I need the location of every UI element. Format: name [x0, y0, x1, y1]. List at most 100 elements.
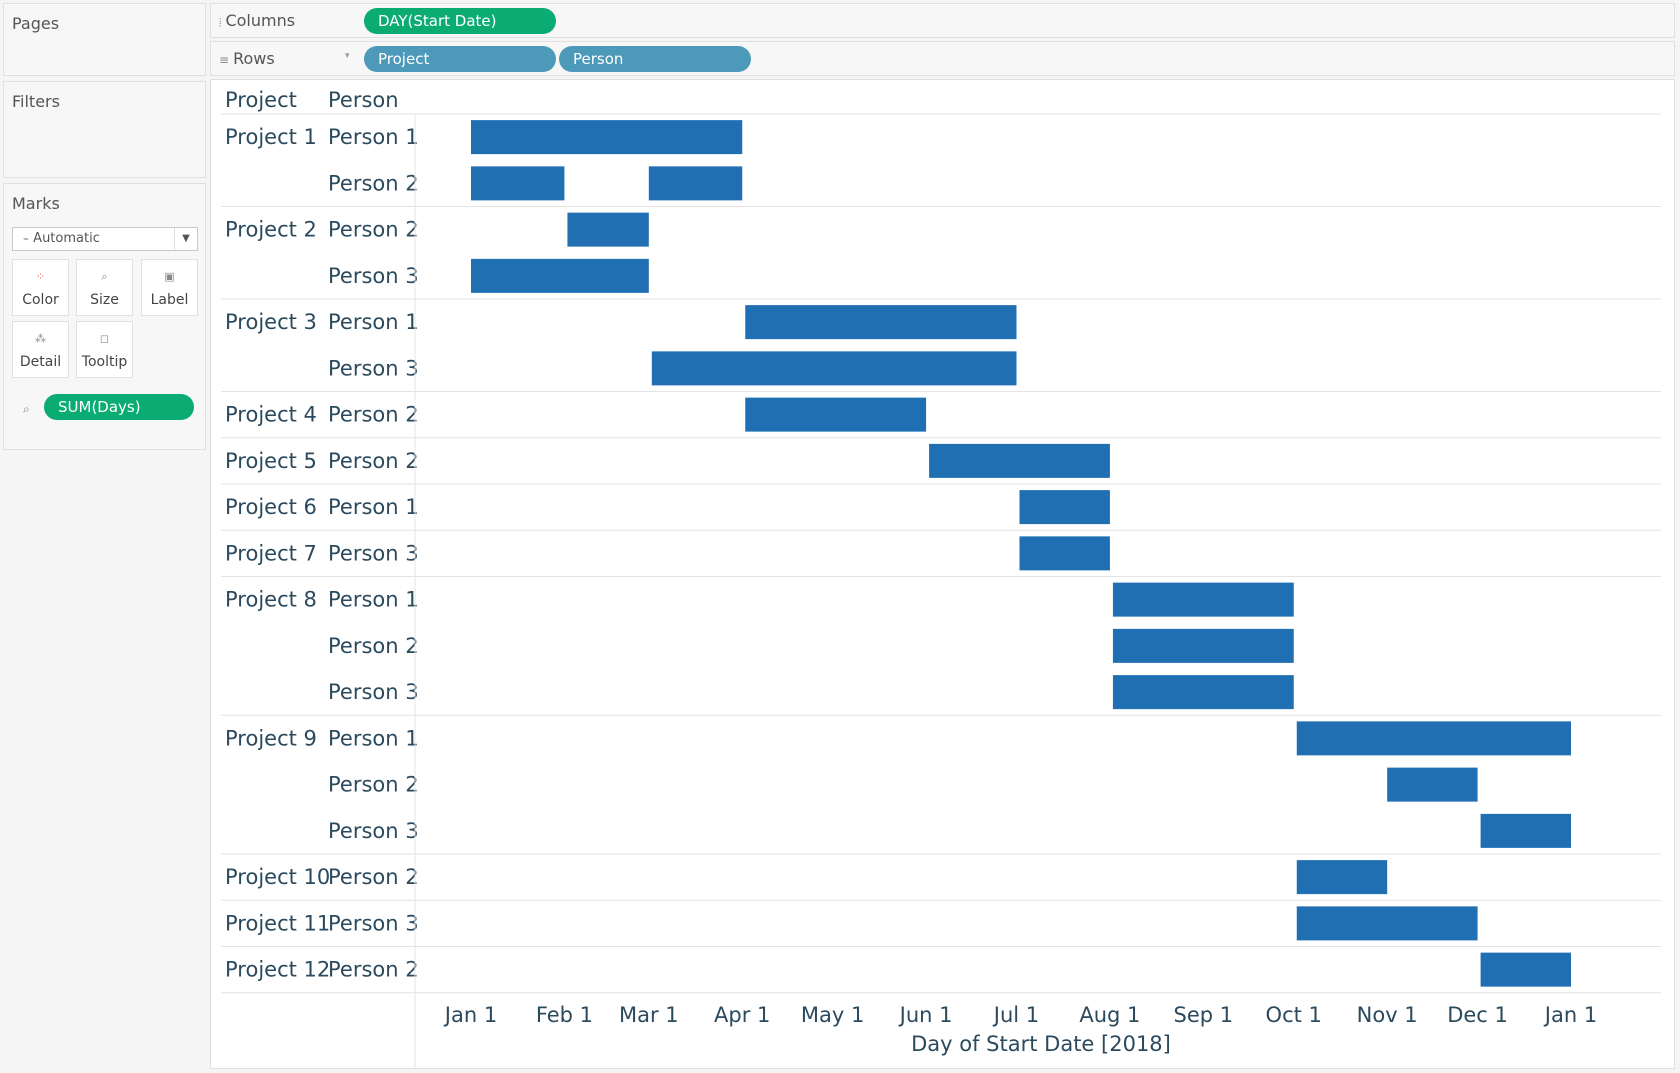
project-label: Project 6	[225, 495, 317, 519]
x-tick-label: Nov 1	[1357, 1003, 1418, 1027]
gantt-bar[interactable]	[471, 120, 743, 155]
rows-icon: ≡	[219, 53, 230, 67]
gantt-bar[interactable]	[1296, 906, 1478, 941]
person-label: Person 3	[328, 541, 419, 565]
x-tick-label: May 1	[801, 1003, 864, 1027]
project-label: Project 3	[225, 310, 317, 334]
gantt-bar[interactable]	[1387, 767, 1478, 802]
project-label: Project 11	[225, 911, 330, 935]
size-button[interactable]: ⌕ Size	[76, 259, 133, 316]
marks-panel: Marks ⌁ Automatic ▼ ⁘ Color ⌕ Size ▣ Lab…	[3, 183, 206, 450]
person-label: Person 3	[328, 911, 419, 935]
mark-type-value: Automatic	[33, 231, 100, 246]
detail-icon: ⁂	[35, 332, 46, 345]
gantt-bar[interactable]	[1019, 490, 1110, 525]
rows-shelf[interactable]: ≡Rows ▾ Project Person	[210, 41, 1675, 76]
person-label: Person 2	[328, 218, 419, 242]
tooltip-icon: ◻	[99, 332, 110, 345]
gantt-bar[interactable]	[471, 258, 649, 293]
gantt-bar[interactable]	[745, 397, 927, 432]
gantt-bar[interactable]	[651, 351, 1017, 386]
columns-icon: ⦙	[219, 16, 222, 29]
person-label: Person 3	[328, 356, 419, 380]
rows-shelf-label: ≡Rows	[219, 49, 275, 68]
project-label: Project 1	[225, 125, 317, 149]
filters-panel[interactable]: Filters	[3, 81, 206, 178]
size-label: Size	[90, 292, 119, 308]
project-label: Project 10	[225, 865, 330, 889]
gantt-bar[interactable]	[1480, 813, 1571, 848]
x-tick-label: Dec 1	[1447, 1003, 1508, 1027]
mark-type-dropdown[interactable]: ⌁ Automatic ▼	[12, 227, 198, 251]
project-pill-label: Project	[378, 50, 430, 68]
gantt-bar[interactable]	[567, 212, 649, 247]
sum-days-pill[interactable]: SUM(Days)	[44, 394, 194, 420]
detail-label: Detail	[19, 354, 62, 370]
project-label: Project 12	[225, 958, 330, 982]
person-label: Person 2	[328, 865, 419, 889]
person-label: Person 2	[328, 449, 419, 473]
gantt-bar[interactable]	[929, 443, 1110, 478]
person-pill[interactable]: Person	[559, 46, 751, 72]
project-label: Project 4	[225, 403, 317, 427]
x-tick-label: Sep 1	[1174, 1003, 1234, 1027]
x-tick-label: Aug 1	[1079, 1003, 1140, 1027]
row-gridlines	[221, 113, 1661, 994]
day-start-date-label: DAY(Start Date)	[378, 12, 497, 30]
person-label: Person 1	[328, 726, 419, 750]
gantt-bar[interactable]	[745, 305, 1017, 340]
detail-button[interactable]: ⁂ Detail	[12, 321, 69, 378]
person-label: Person 2	[328, 171, 419, 195]
gantt-bar[interactable]	[648, 166, 743, 201]
project-label: Project 9	[225, 726, 317, 750]
gantt-bar[interactable]	[1112, 582, 1294, 617]
project-column-header: Project	[225, 88, 297, 112]
rows-label-text: Rows	[233, 49, 275, 68]
color-button[interactable]: ⁘ Color	[12, 259, 69, 316]
gantt-bar[interactable]	[471, 166, 565, 201]
person-label: Person 3	[328, 680, 419, 704]
x-tick-label: Jan 1	[1543, 1003, 1597, 1027]
day-start-date-pill[interactable]: DAY(Start Date)	[364, 8, 556, 34]
columns-shelf-label: ⦙Columns	[219, 11, 295, 30]
pages-title: Pages	[12, 14, 60, 33]
rows-dropdown-icon[interactable]: ▾	[345, 51, 350, 61]
x-axis-title: Day of Start Date [2018]	[911, 1032, 1171, 1056]
gantt-bar[interactable]	[1296, 721, 1571, 756]
tooltip-button[interactable]: ◻ Tooltip	[76, 321, 133, 378]
person-label: Person 3	[328, 819, 419, 843]
x-tick-label: Jan 1	[443, 1003, 497, 1027]
columns-label-text: Columns	[225, 11, 296, 30]
x-tick-label: Jul 1	[992, 1003, 1039, 1027]
x-tick-label: Apr 1	[714, 1003, 770, 1027]
mark-type-icon: ⌁	[23, 234, 30, 245]
x-tick-label: Mar 1	[619, 1003, 679, 1027]
pages-panel[interactable]: Pages	[3, 3, 206, 76]
size-field-icon: ⌕	[23, 402, 30, 416]
gantt-bar[interactable]	[1480, 952, 1571, 987]
x-tick-label: Oct 1	[1266, 1003, 1322, 1027]
label-button[interactable]: ▣ Label	[141, 259, 198, 316]
person-label: Person 1	[328, 588, 419, 612]
size-icon: ⌕	[101, 270, 108, 283]
person-label: Person 3	[328, 264, 419, 288]
x-tick-label: Feb 1	[536, 1003, 593, 1027]
project-pill[interactable]: Project	[364, 46, 556, 72]
gantt-bar[interactable]	[1296, 860, 1388, 895]
gantt-bars	[471, 120, 1571, 987]
person-label: Person 1	[328, 310, 419, 334]
gantt-bar[interactable]	[1112, 675, 1294, 710]
person-label: Person 2	[328, 403, 419, 427]
gantt-bar[interactable]	[1019, 536, 1110, 571]
person-label: Person 2	[328, 634, 419, 658]
person-pill-label: Person	[573, 50, 624, 68]
project-label: Project 8	[225, 588, 317, 612]
project-label: Project 7	[225, 541, 317, 565]
columns-shelf[interactable]: ⦙Columns DAY(Start Date)	[210, 3, 1675, 38]
gantt-bar[interactable]	[1112, 628, 1294, 663]
person-label: Person 1	[328, 495, 419, 519]
tooltip-label: Tooltip	[81, 354, 128, 370]
